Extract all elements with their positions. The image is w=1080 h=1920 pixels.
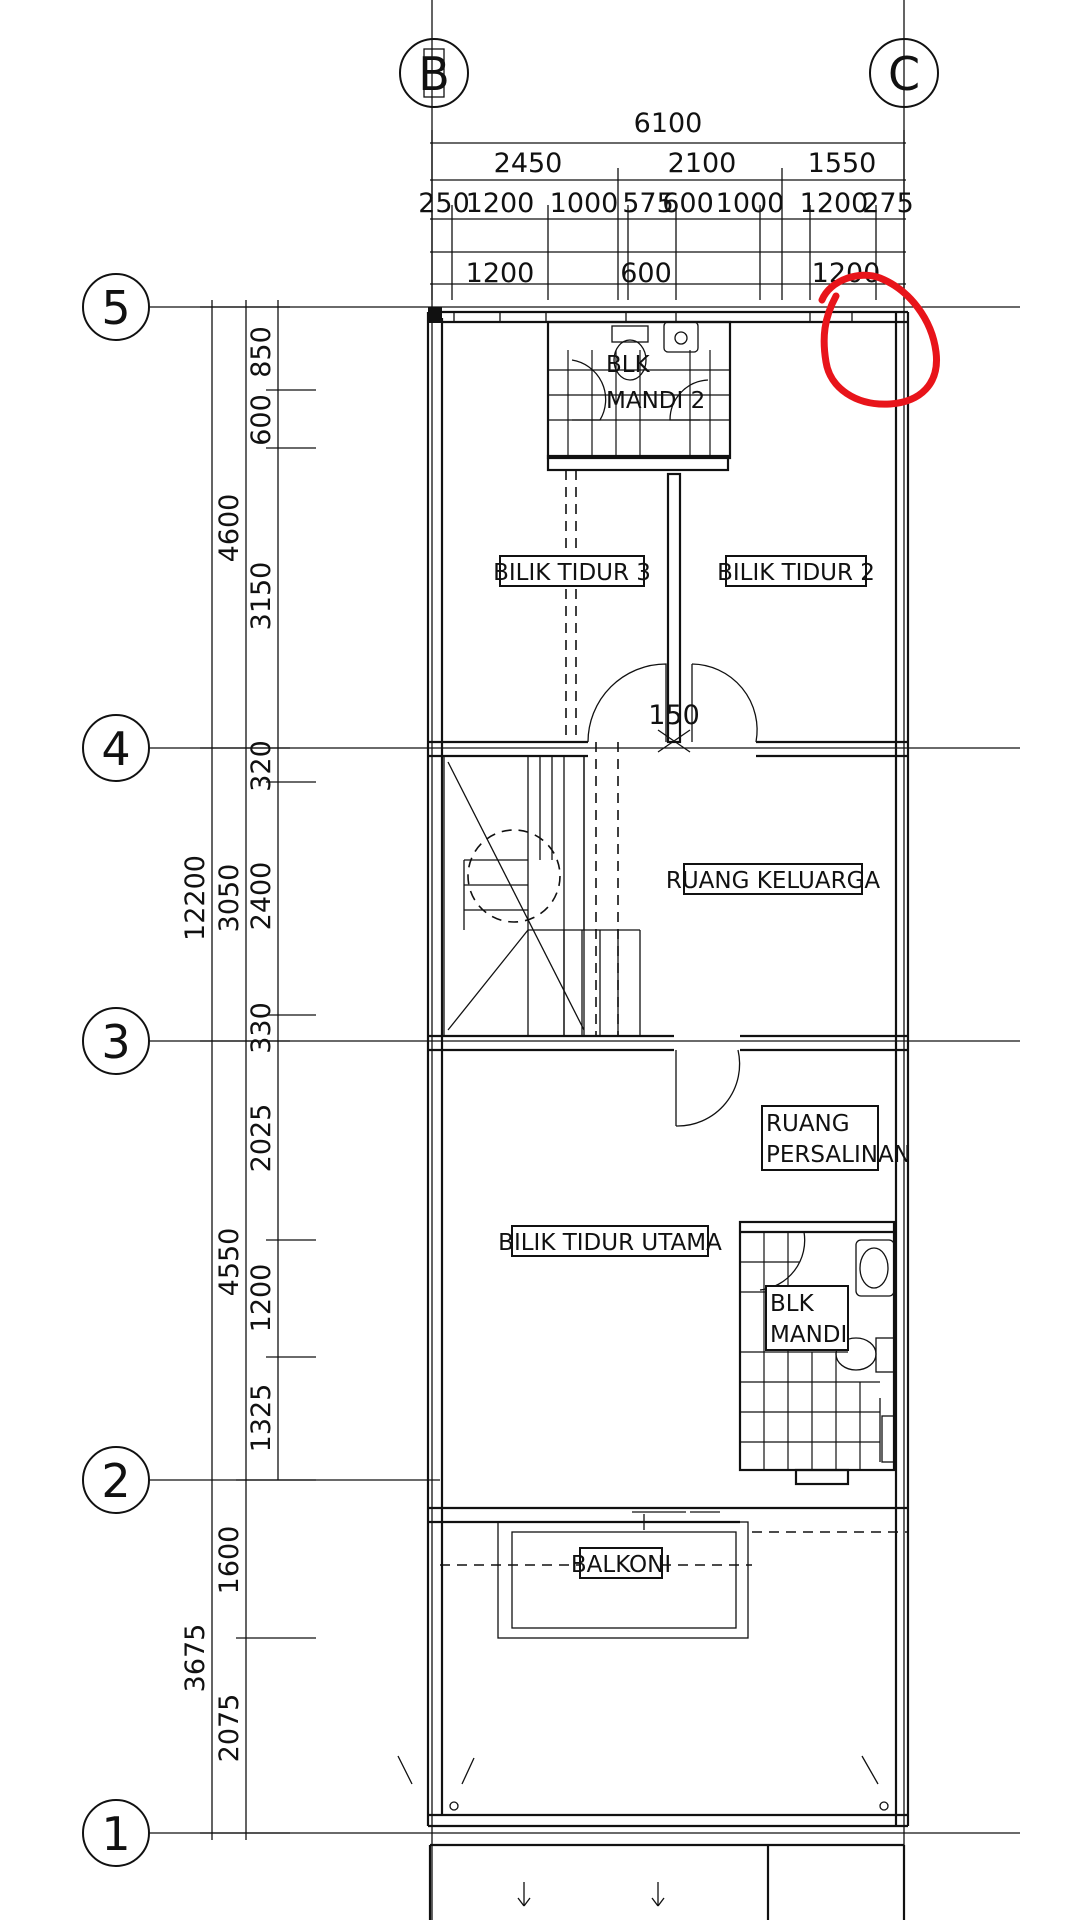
front-arrows — [397, 1755, 889, 1907]
dim-top-detail-1: 250 — [418, 188, 470, 219]
grid-bubble-4: 4 — [82, 714, 150, 782]
dim-top-detail-6: 1000 — [716, 188, 785, 219]
staircase — [443, 742, 641, 1037]
dim-left-major-4: 3675 — [180, 1624, 211, 1693]
room-label-ruang-persalinan-line2: PERSALINAN — [766, 1142, 911, 1168]
svg-text:1: 1 — [101, 1807, 130, 1861]
markup-circle — [818, 271, 940, 408]
dim-left-major-1: 4600 — [214, 494, 245, 563]
dim-top-detail-7: 1200 — [800, 188, 869, 219]
dim-top-seg-2: 2100 — [668, 148, 737, 179]
dim-left-minor-11: 2075 — [214, 1694, 245, 1763]
dim-top-detail-5: 600 — [662, 188, 714, 219]
dim-left-major-2: 3050 — [214, 864, 245, 933]
dim-top-seg-1: 2450 — [494, 148, 563, 179]
grid-bubble-1: 1 — [82, 1799, 150, 1867]
dim-left-minor-5: 2400 — [246, 862, 277, 931]
svg-text:C: C — [888, 47, 920, 101]
grid-bubble-3: 3 — [82, 1007, 150, 1075]
room-label-blk-mandi-line1: BLK — [770, 1291, 815, 1317]
room-label-bilik-tidur-utama — [511, 1225, 709, 1257]
svg-text:4: 4 — [101, 722, 130, 776]
dim-top-detail-4: 575 — [622, 188, 674, 219]
grid-bubble-2: 2 — [82, 1446, 150, 1514]
row-3-wall — [428, 1034, 908, 1052]
room-label-bilik-tidur-3 — [499, 555, 645, 587]
dim-left-minor-9: 1325 — [246, 1384, 277, 1453]
dim-left-minor-6: 330 — [246, 1002, 277, 1054]
svg-text:5: 5 — [101, 281, 130, 335]
room-label-bilik-tidur-2 — [725, 555, 867, 587]
svg-text:3: 3 — [101, 1015, 130, 1069]
grid-label-b: B — [418, 47, 450, 101]
dim-left-minor-3: 3150 — [246, 562, 277, 631]
grid-bubble-c: C — [869, 38, 939, 108]
dim-top-opening-1: 1200 — [466, 258, 535, 289]
room-label-bilik-tidur-2-text: BILIK TIDUR 2 — [717, 560, 875, 586]
room-label-blk-mandi-2-line1: BLK — [606, 352, 651, 378]
dim-left-minor-10: 1600 — [214, 1526, 245, 1595]
room-label-ruang-keluarga — [683, 863, 863, 895]
dim-top-detail-8: 275 — [862, 188, 914, 219]
dim-left-total: 12200 — [180, 855, 211, 941]
room-label-blk-mandi-2-line2: MANDI 2 — [606, 388, 705, 414]
room-label-ruang-keluarga-text: RUANG KELUARGA — [666, 868, 881, 894]
bedroom-2-door — [691, 663, 758, 743]
room-label-blk-mandi-line2: MANDI — [770, 1322, 847, 1348]
room-label-bilik-tidur-utama-text: BILIK TIDUR UTAMA — [498, 1230, 722, 1256]
dim-top-total: 6100 — [634, 108, 703, 139]
room-label-ruang-persalinan-line1: RUANG — [766, 1111, 850, 1137]
row-4-wall — [428, 740, 908, 758]
master-bathroom — [738, 1220, 896, 1486]
room-label-bilik-tidur-3-text: BILIK TIDUR 3 — [493, 560, 651, 586]
dim-top-seg-3: 1550 — [808, 148, 877, 179]
dim-door-gap: 150 — [648, 700, 700, 731]
room-label-blk-mandi-box — [765, 1285, 849, 1351]
room-label-ruang-persalinan — [761, 1105, 879, 1171]
dim-left-minor-2: 600 — [246, 394, 277, 446]
dim-left-minor-8: 1200 — [246, 1264, 277, 1333]
dim-left-major-3: 4550 — [214, 1228, 245, 1297]
bedroom-3-door — [587, 663, 667, 743]
room-label-balkoni-text: BALKONI — [571, 1552, 671, 1578]
dim-left-minor-7: 2025 — [246, 1104, 277, 1173]
room-label-balkoni-box — [579, 1547, 663, 1579]
bathroom-2-fixture — [546, 320, 732, 472]
dim-left-minor-1: 850 — [246, 326, 277, 378]
left-dimension-chain — [200, 300, 316, 1840]
dim-top-detail-2: 1200 — [466, 188, 535, 219]
dim-left-minor-4: 320 — [246, 740, 277, 792]
dim-top-opening-2: 600 — [620, 258, 672, 289]
top-dimension-chain — [430, 130, 906, 300]
master-bedroom-door — [675, 1049, 741, 1127]
top-wall-windows — [442, 310, 908, 324]
grid-bubble-b: B — [399, 38, 469, 108]
bedroom-partition — [565, 470, 691, 753]
svg-text:2: 2 — [101, 1454, 130, 1508]
grid-bubble-5: 5 — [82, 273, 150, 341]
dim-top-detail-3: 1000 — [550, 188, 619, 219]
